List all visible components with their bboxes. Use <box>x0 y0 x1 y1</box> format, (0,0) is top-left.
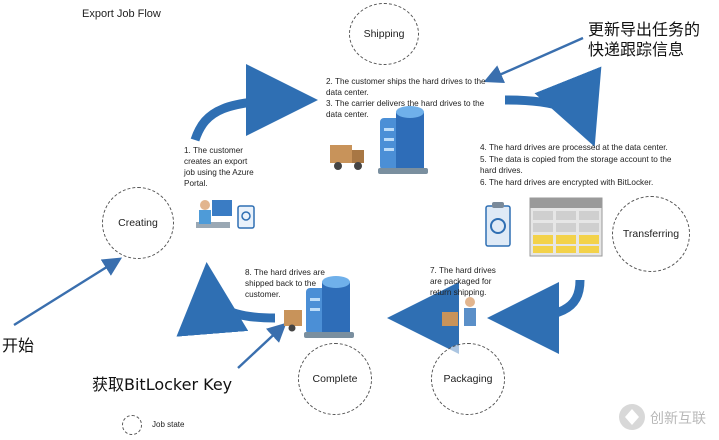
state-creating: Creating <box>102 187 174 259</box>
hard-drive-left-icon <box>237 205 255 229</box>
step-7-text: 7. The hard drives are packaged for retu… <box>430 266 496 297</box>
state-packaging: Packaging <box>431 343 505 415</box>
state-packaging-label: Packaging <box>443 373 493 385</box>
state-transferring-label: Transferring <box>622 228 680 240</box>
annotation-start: 开始 <box>2 336 35 355</box>
hard-drive-clipboard-icon <box>485 202 511 247</box>
step-4-text: 4. The hard drives are processed at the … <box>480 143 668 152</box>
state-creating-label: Creating <box>118 217 158 229</box>
annotation-update-tracking-line1: 更新导出任务的 <box>588 20 701 39</box>
datacenter-top-icon <box>378 106 428 174</box>
step-5-text: 5. The data is copied from the storage a… <box>480 155 672 175</box>
step-1-text: 1. The customer creates an export job us… <box>184 146 254 188</box>
annotation-update-tracking-line2: 快递跟踪信息 <box>588 40 685 59</box>
annotation-get-key: 获取BitLocker Key <box>92 375 233 394</box>
packaging-worker-icon <box>442 297 476 326</box>
annotation-arrow-start <box>13 257 123 327</box>
state-transferring: Transferring <box>612 196 690 272</box>
state-shipping-label: Shipping <box>363 28 405 40</box>
watermark-text: 创新互联 <box>650 411 706 427</box>
step-3-text: 3. The carrier delivers the hard drives … <box>326 99 485 119</box>
legend-state-symbol <box>122 415 142 435</box>
state-shipping: Shipping <box>349 3 419 65</box>
watermark-logo-icon <box>619 404 645 430</box>
storage-table-icon <box>529 197 603 257</box>
carrier-boxes-top-icon <box>330 145 364 170</box>
diagram-title: Export Job Flow <box>82 8 161 20</box>
annotation-update-tracking: 更新导出任务的 快递跟踪信息 <box>588 20 718 60</box>
customer-desk-icon <box>196 200 232 228</box>
datacenter-bottom-icon <box>304 276 354 338</box>
step-8-text: 8. The hard drives are shipped back to t… <box>245 268 325 299</box>
annotation-arrow-get-key <box>237 322 287 369</box>
flow-arrow-transferring-to-packaging <box>487 279 585 354</box>
step-6-text: 6. The hard drives are encrypted with Bi… <box>480 178 654 187</box>
flow-arrow-creating-to-shipping <box>190 64 318 142</box>
step-2-text: 2. The customer ships the hard drives to… <box>326 77 486 97</box>
state-complete: Complete <box>298 343 372 415</box>
carrier-boxes-bottom-icon <box>284 310 302 332</box>
flow-arrow-shipping-to-transferring <box>504 66 602 147</box>
legend-label: Job state <box>152 420 185 429</box>
annotation-arrow-tracking <box>483 36 584 83</box>
state-complete-label: Complete <box>312 373 358 385</box>
flow-arrow-complete-to-creating <box>176 262 276 337</box>
